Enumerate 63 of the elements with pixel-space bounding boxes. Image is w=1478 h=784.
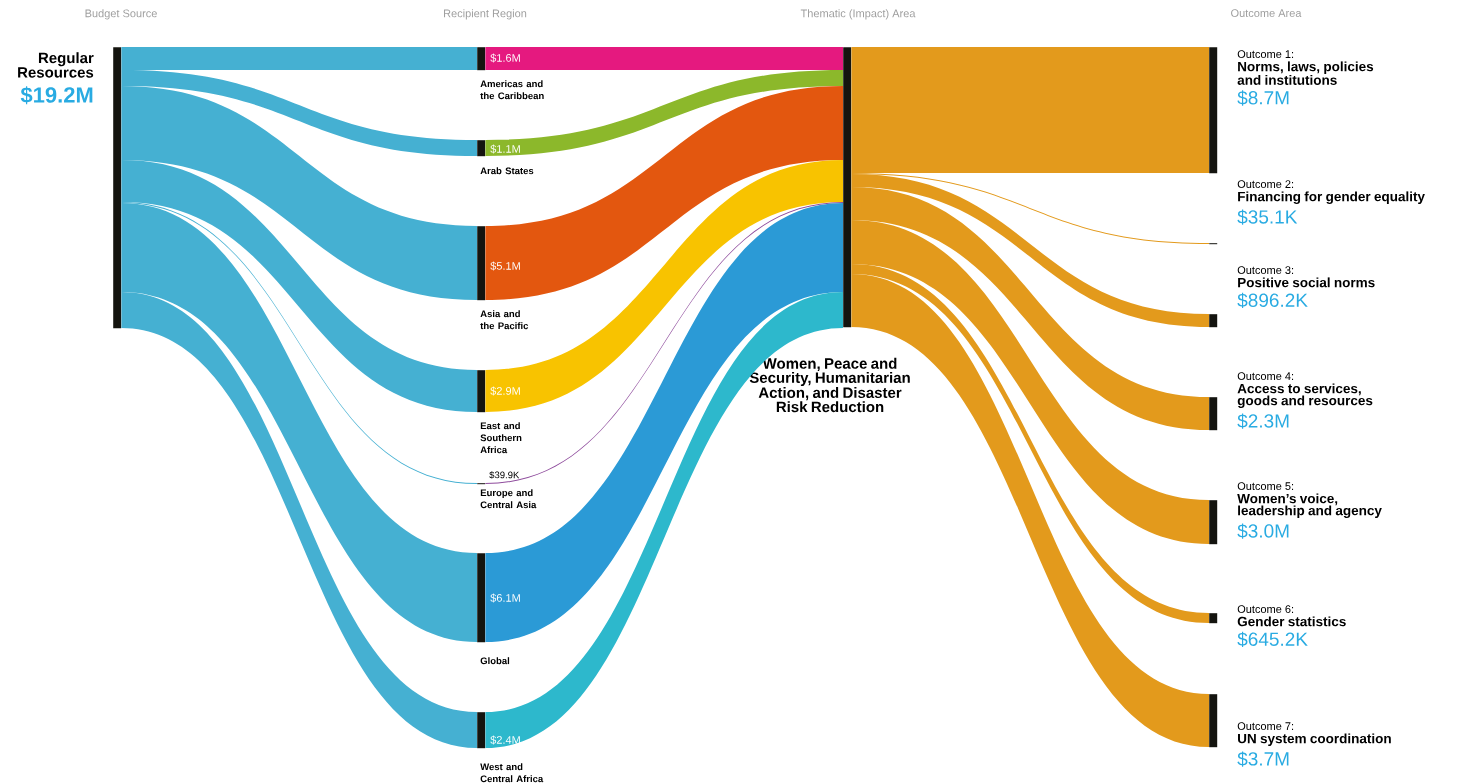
flow-ribbon: [121, 70, 477, 156]
flow-ribbon: [485, 160, 843, 412]
column-header: Outcome Area: [1231, 9, 1302, 17]
flow-ribbon: [485, 70, 843, 156]
flow-ribbon: [851, 47, 1209, 173]
outcome-name: Women’s voice, leadership and agency: [1237, 493, 1382, 518]
amount-label: $2.9M: [490, 386, 520, 396]
flow-ribbon: [121, 160, 477, 412]
outcome-number: Outcome 7:: [1237, 722, 1294, 730]
column-header: Recipient Region: [444, 9, 527, 20]
amount-label: $6.1M: [490, 593, 520, 603]
flow-ribbon: [121, 86, 477, 300]
amount: $19.2M: [20, 86, 93, 105]
region-label: West and Central Africa: [480, 763, 544, 783]
amount-label: $1.6M: [490, 53, 520, 63]
area-label: Women, Peace and Security, Humanitarian Action, and Disaster Risk Reduction: [749, 357, 910, 413]
amount: $645.2K: [1237, 631, 1308, 648]
flow-ribbon: [485, 47, 843, 70]
outcome-number: Outcome 3:: [1237, 266, 1294, 274]
amount-label: $2.4M: [490, 735, 520, 745]
flow-ribbon: [851, 264, 1209, 623]
amount: $8.7M: [1237, 90, 1289, 106]
flow-ribbon: [851, 187, 1209, 430]
amount-label: $39.9K: [489, 471, 520, 479]
flow-ribbon: [121, 203, 477, 642]
source-label: Regular Resources: [18, 52, 94, 78]
outcome-name: Gender statistics: [1237, 616, 1346, 627]
region-label: Europe and Central Asia: [480, 489, 537, 509]
outcome-name: Positive social norms: [1238, 277, 1375, 288]
amount-label: $5.1M: [490, 261, 520, 271]
flow-ribbon: [485, 292, 843, 748]
region-label: East and Southern Africa: [480, 422, 522, 454]
region-label: Americas and the Caribbean: [480, 80, 544, 100]
flow-ribbon: [851, 220, 1209, 544]
amount: $3.0M: [1237, 523, 1289, 539]
outcome-name: Norms, laws, policies and institutions: [1237, 61, 1374, 85]
flow-ribbon: [121, 47, 477, 70]
region-label: Asia and the Pacific: [480, 310, 529, 330]
outcome-number: Outcome 6:: [1237, 605, 1294, 613]
amount: $2.3M: [1237, 413, 1289, 429]
column-header: Thematic (Impact) Area: [800, 9, 916, 20]
flow-ribbon: [851, 173, 1209, 244]
region-label: Global: [480, 657, 510, 665]
outcome-number: Outcome 4:: [1237, 372, 1294, 380]
flow-ribbon: [485, 203, 843, 642]
outcome-number: Outcome 2:: [1237, 180, 1294, 188]
amount-label: $1.1M: [490, 144, 520, 154]
outcome-number: Outcome 5:: [1237, 482, 1294, 490]
flow-ribbon: [851, 274, 1209, 747]
amount: $3.7M: [1237, 751, 1289, 767]
flow-ribbon: [121, 202, 477, 484]
outcome-name: Financing for gender equality: [1238, 191, 1425, 204]
region-label: Arab States: [480, 167, 534, 175]
amount: $896.2K: [1237, 292, 1308, 309]
flow-ribbon: [485, 202, 843, 484]
outcome-name: Access to services, goods and resources: [1237, 383, 1373, 408]
outcome-number: Outcome 1:: [1237, 50, 1294, 58]
outcome-name: UN system coordination: [1238, 733, 1391, 746]
flow-ribbon: [851, 174, 1209, 327]
flow-ribbon: [121, 292, 477, 748]
column-header: Budget Source: [85, 9, 157, 20]
amount: $35.1K: [1237, 209, 1298, 225]
flow-ribbon: [485, 86, 843, 300]
